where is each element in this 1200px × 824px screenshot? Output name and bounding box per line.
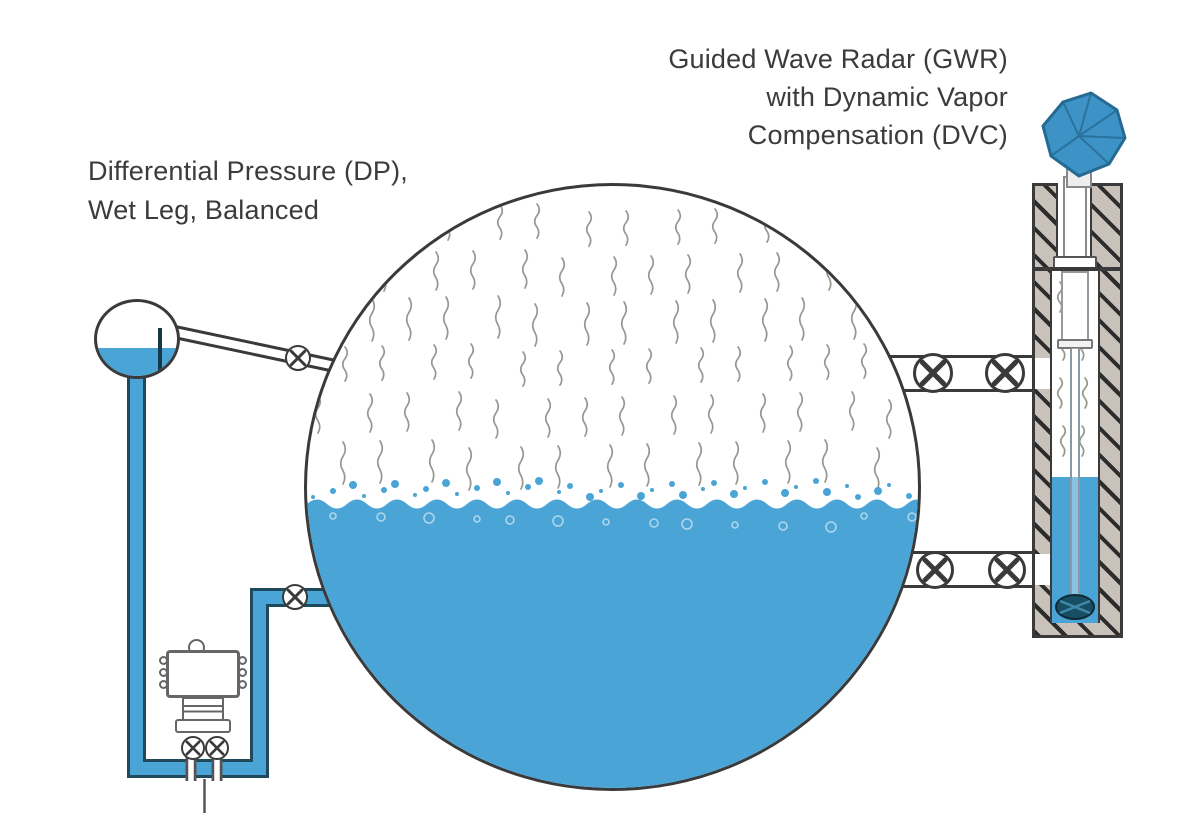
seal-pot-liquid [97,348,177,376]
gwr-lower-valve-icon [988,551,1026,589]
manifold-valve-icon [181,736,205,760]
seal-line-valve-icon [285,345,311,371]
dp-label-line1: Differential Pressure (DP), [88,156,408,186]
storage-tank [304,183,921,791]
seal-pot [94,299,180,379]
lower-tap-valve-icon [282,584,308,610]
wet-leg-pipe [127,353,332,778]
gwr-label: Guided Wave Radar (GWR) with Dynamic Vap… [608,40,1008,154]
gwr-transmitter-head [1041,91,1127,178]
gwr-upper-valve-icon [913,353,953,393]
chamber-divider [1032,267,1123,271]
dp-label: Differential Pressure (DP), Wet Leg, Bal… [88,152,408,230]
gwr-probe-rod [1070,348,1080,600]
gwr-upper-valve-icon [985,353,1025,393]
probe-weight [1055,594,1095,620]
dp-transmitter-housing [166,650,240,698]
gwr-label-line1: Guided Wave Radar (GWR) [668,44,1008,74]
manifold-valve-icon [205,736,229,760]
dp-transmitter-flange [175,719,231,733]
dp-label-line2: Wet Leg, Balanced [88,195,320,225]
upper-wall-penetration [1035,358,1052,389]
gwr-label-line3: Compensation (DVC) [747,120,1008,150]
gwr-lower-valve-icon [916,551,954,589]
probe-flange [1057,339,1093,349]
dp-transmitter-neck [182,697,224,721]
gwr-label-line2: with Dynamic Vapor [766,82,1008,112]
chamber-nozzle-neck [1063,176,1087,258]
seal-pot-dip-tube [158,328,162,372]
tank-contents [307,203,918,788]
lower-wall-penetration [1035,554,1052,585]
probe-upper-housing [1061,271,1089,343]
